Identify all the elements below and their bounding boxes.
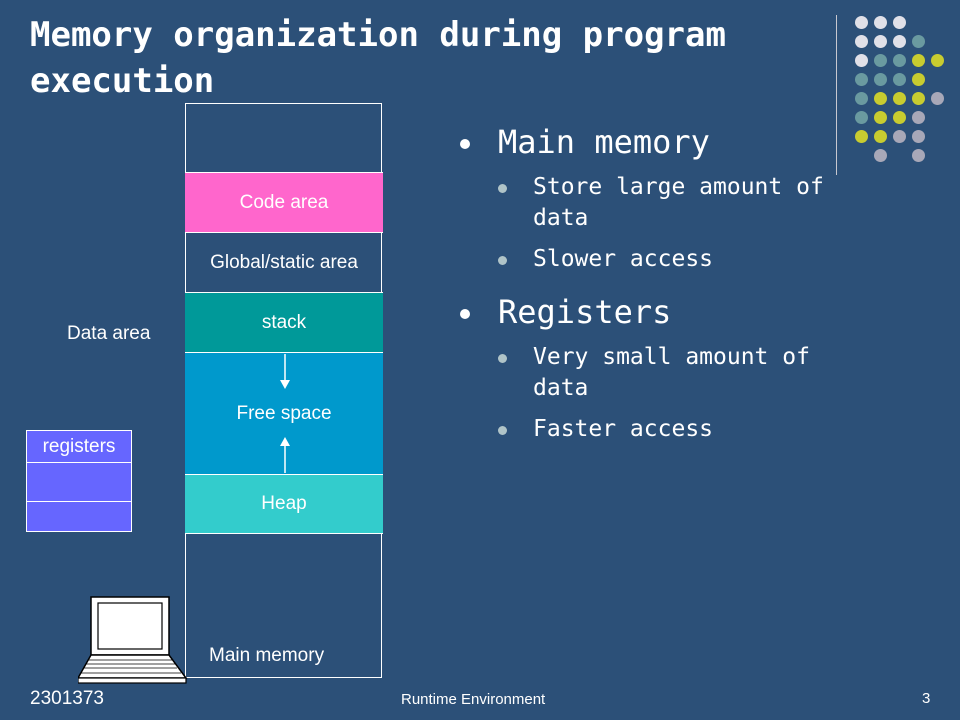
sub-bullet-item: Store large amount of data — [458, 172, 878, 234]
stack-growth-down-arrow-icon — [280, 354, 290, 389]
registers-block: registers — [26, 430, 132, 532]
code-area-segment: Code area — [185, 172, 383, 232]
sub-bullet-dot-icon — [498, 426, 507, 435]
data-area-label: Data area — [67, 323, 151, 344]
decorative-divider — [836, 15, 837, 175]
laptop-computer-icon — [78, 596, 188, 684]
slide-number: 3 — [922, 690, 931, 707]
sub-bullet-item: Faster access — [458, 414, 878, 445]
heap-segment: Heap — [185, 474, 383, 534]
register-cell — [26, 462, 132, 502]
sub-bullet-item: Very small amount of data — [458, 342, 878, 404]
heap-growth-up-arrow-icon — [280, 437, 290, 473]
sub-bullet-text: Store large amount of data — [533, 174, 824, 231]
footer-title: Runtime Environment — [401, 691, 546, 708]
bullet-text: Registers — [498, 293, 672, 331]
stack-segment: stack — [185, 292, 383, 352]
bullet-dot-icon — [460, 139, 470, 149]
sub-bullet-text: Very small amount of data — [533, 344, 810, 401]
bullet-item: Registers — [458, 292, 878, 332]
register-cell — [26, 501, 132, 532]
sub-bullet-item: Slower access — [458, 244, 878, 275]
sub-bullet-text: Slower access — [533, 246, 714, 272]
bullet-item: Main memory — [458, 122, 878, 162]
sub-bullet-dot-icon — [498, 184, 507, 193]
register-cell-label: registers — [26, 430, 132, 463]
sub-bullet-text: Faster access — [533, 416, 714, 442]
bullet-list: Main memory Store large amount of data S… — [458, 122, 878, 445]
free-space-segment: Free space — [185, 352, 383, 474]
main-memory-label: Main memory — [209, 645, 325, 666]
sub-bullet-dot-icon — [498, 354, 507, 363]
sub-bullet-dot-icon — [498, 256, 507, 265]
global-static-area-segment: Global/static area — [185, 232, 383, 292]
footer-course-id: 2301373 — [30, 688, 104, 709]
bullet-dot-icon — [460, 309, 470, 319]
bullet-text: Main memory — [498, 123, 710, 161]
slide-title: Memory organization during program execu… — [30, 15, 726, 101]
